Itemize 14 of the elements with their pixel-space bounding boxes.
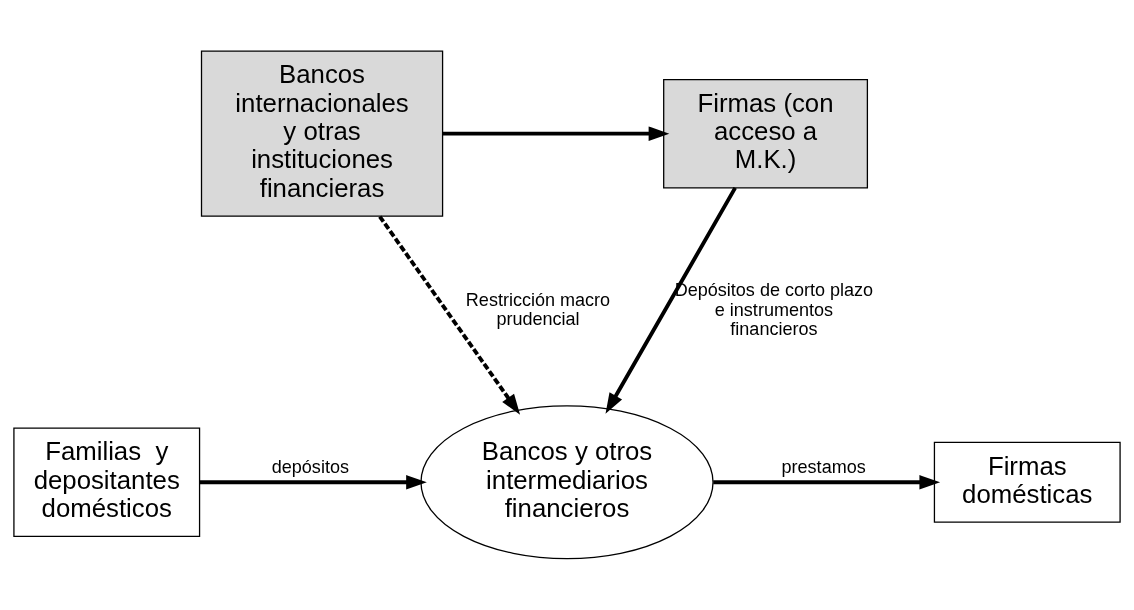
node-box: Familias y depositantes domésticos (13, 427, 201, 538)
edge-label: depósitos (271, 457, 349, 478)
edge-label: Depósitos de corto plazo e instrumentos financieros (674, 280, 874, 340)
node-box: Firmas domésticas (933, 441, 1121, 523)
arrow (605, 186, 737, 414)
arrow (199, 475, 427, 490)
edge-label: Restricción macro prudencial (465, 290, 611, 330)
edge-label: prestamos (781, 457, 866, 478)
arrow (442, 126, 670, 141)
node-box: Firmas (con acceso a M.K.) (663, 78, 869, 189)
node-ellipse: Bancos y otros intermediarios financieros (420, 405, 714, 560)
arrow (378, 215, 521, 415)
arrow (713, 475, 941, 490)
node-box: Bancos internacionales y otras instituciones financieras (200, 50, 444, 217)
